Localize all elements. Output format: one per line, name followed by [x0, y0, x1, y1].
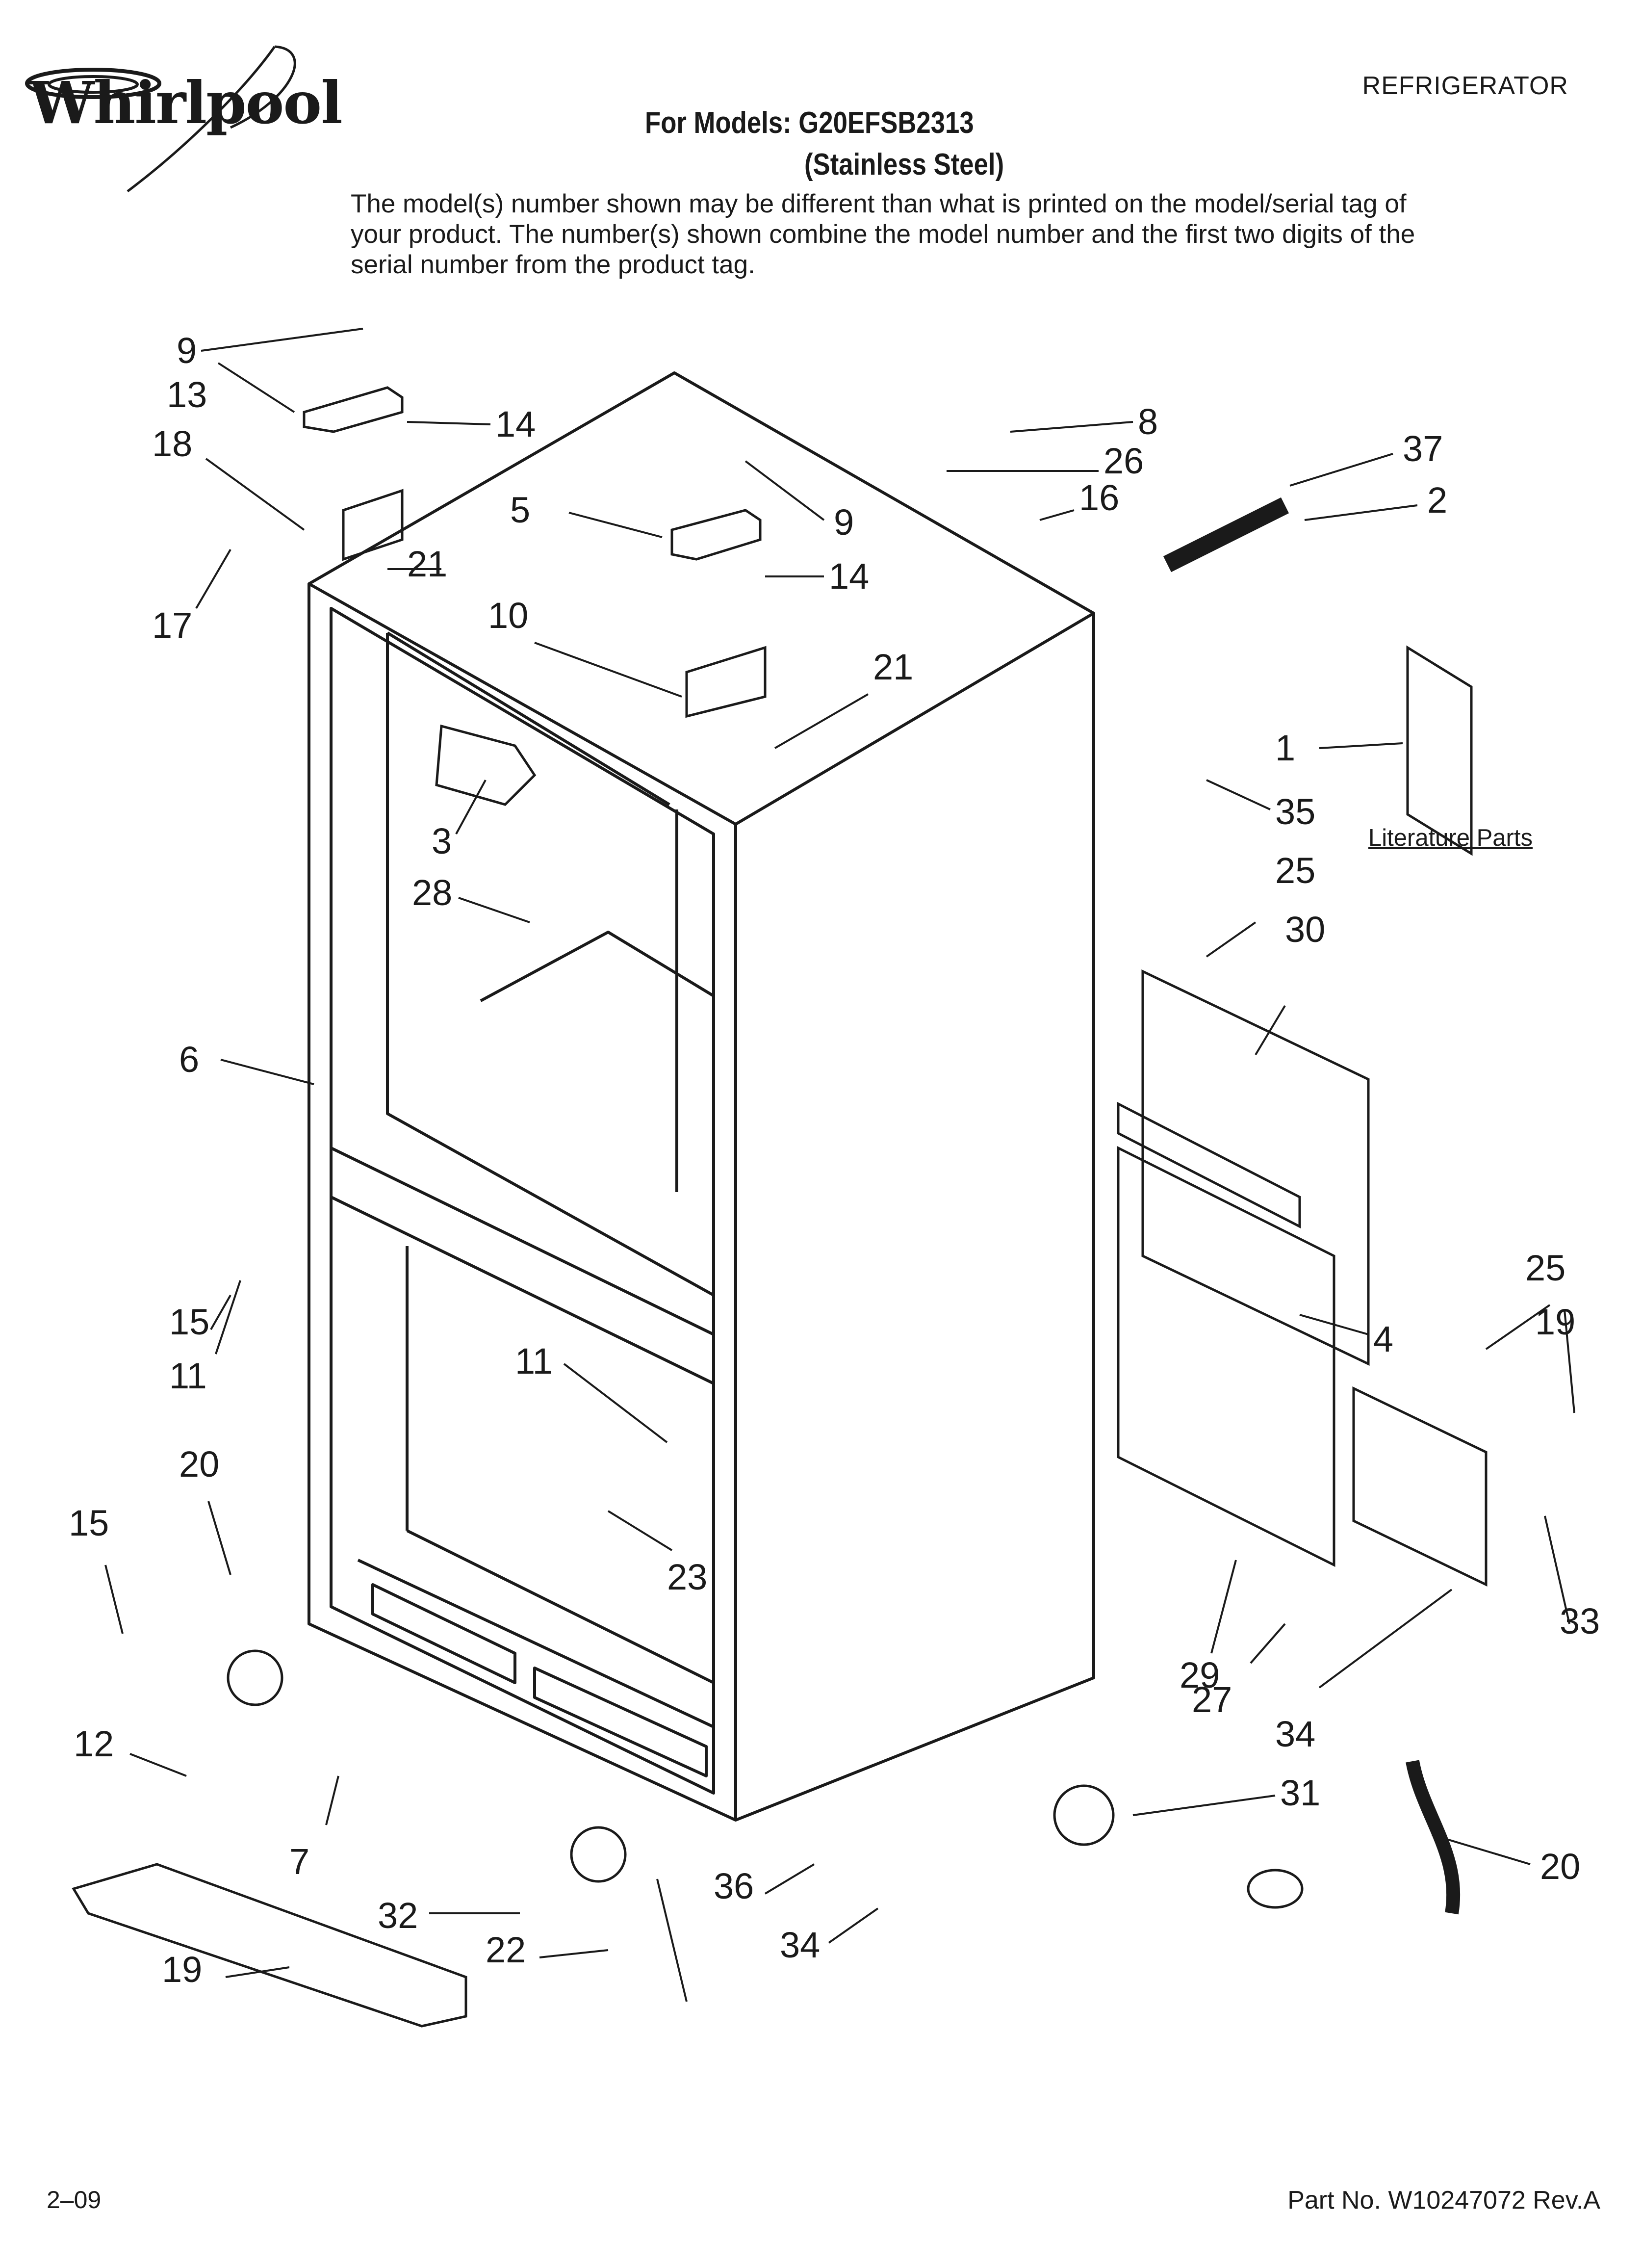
callout-22: 22: [486, 1929, 526, 1970]
callout-36: 36: [714, 1866, 754, 1906]
trim-4: [1117, 1101, 1301, 1229]
callout-11: 11: [169, 1356, 207, 1396]
callout-28: 28: [412, 872, 452, 913]
callout-7: 7: [289, 1841, 309, 1882]
footer-date: 2–09: [47, 2186, 102, 2214]
finish-line: (Stainless Steel): [804, 148, 1004, 182]
callout-34: 34: [1275, 1714, 1315, 1754]
refrigerator-cabinet: [308, 371, 1095, 1822]
callout-11: 11: [515, 1341, 553, 1382]
logo-swoosh: [25, 45, 296, 192]
callout-18: 18: [152, 423, 192, 464]
callout-30: 30: [1285, 909, 1325, 950]
caster-19-left: [227, 1649, 283, 1706]
literature-parts-label: Literature Parts: [1368, 825, 1533, 851]
door-33: [1117, 1146, 1335, 1567]
callout-34: 34: [780, 1925, 820, 1965]
callout-19: 19: [162, 1949, 202, 1990]
light-housing: [435, 724, 537, 806]
model-note: The model(s) number shown may be differe…: [351, 189, 1415, 279]
callout-27: 27: [1192, 1679, 1232, 1720]
callout-32: 32: [378, 1895, 418, 1936]
hinge-cover-center: [670, 509, 762, 561]
callout-37: 37: [1403, 428, 1443, 469]
callout-20: 20: [179, 1444, 219, 1485]
callout-26: 26: [1103, 441, 1144, 481]
callout-21: 21: [873, 647, 913, 687]
callout-17: 17: [152, 605, 192, 646]
hinge-bracket-left: [342, 489, 404, 561]
callout-21: 21: [407, 544, 447, 584]
callout-4: 4: [1373, 1319, 1393, 1359]
callout-31: 31: [1280, 1773, 1320, 1813]
callout-10: 10: [488, 595, 528, 636]
callout-16: 16: [1079, 477, 1119, 518]
callout-9: 9: [834, 502, 854, 543]
callout-3: 3: [432, 821, 452, 861]
callout-25: 25: [1275, 850, 1315, 891]
cover-27: [1352, 1386, 1488, 1587]
grommet-32: [1247, 1869, 1304, 1909]
callout-14: 14: [495, 404, 536, 444]
literature-book: [1406, 645, 1473, 856]
callout-1: 1: [1275, 728, 1295, 768]
callout-8: 8: [1138, 401, 1158, 442]
caster-7: [1053, 1784, 1115, 1846]
callout-25: 25: [1525, 1248, 1565, 1288]
callout-23: 23: [667, 1557, 707, 1597]
callout-19: 19: [1535, 1302, 1575, 1342]
models-line: For Models: G20EFSB2313: [645, 106, 974, 140]
hinge-cover-left: [303, 386, 404, 433]
callout-5: 5: [510, 490, 530, 530]
callout-9: 9: [177, 330, 197, 371]
grille-22: [72, 1863, 467, 2028]
callout-33: 33: [1560, 1601, 1600, 1642]
leader-lines: [104, 328, 1575, 2002]
callout-15: 15: [169, 1302, 209, 1342]
callout-2: 2: [1427, 480, 1447, 521]
callout-20: 20: [1540, 1846, 1580, 1887]
caster-19-right: [570, 1826, 627, 1883]
tube-36: [1406, 1760, 1461, 1915]
callout-12: 12: [74, 1723, 114, 1764]
part-shapes: [72, 386, 1488, 2028]
callout-15: 15: [69, 1503, 109, 1543]
callout-35: 35: [1275, 791, 1315, 832]
footer-part-number: Part No. W10247072 Rev.A: [1287, 2186, 1600, 2215]
hinge-bracket-center: [685, 646, 767, 718]
callout-29: 29: [1180, 1655, 1220, 1695]
category-label: REFRIGERATOR: [1362, 72, 1568, 100]
callout-13: 13: [167, 374, 207, 415]
callout-6: 6: [179, 1039, 199, 1080]
water-valve-2: [1163, 497, 1289, 573]
callout-14: 14: [829, 556, 869, 597]
